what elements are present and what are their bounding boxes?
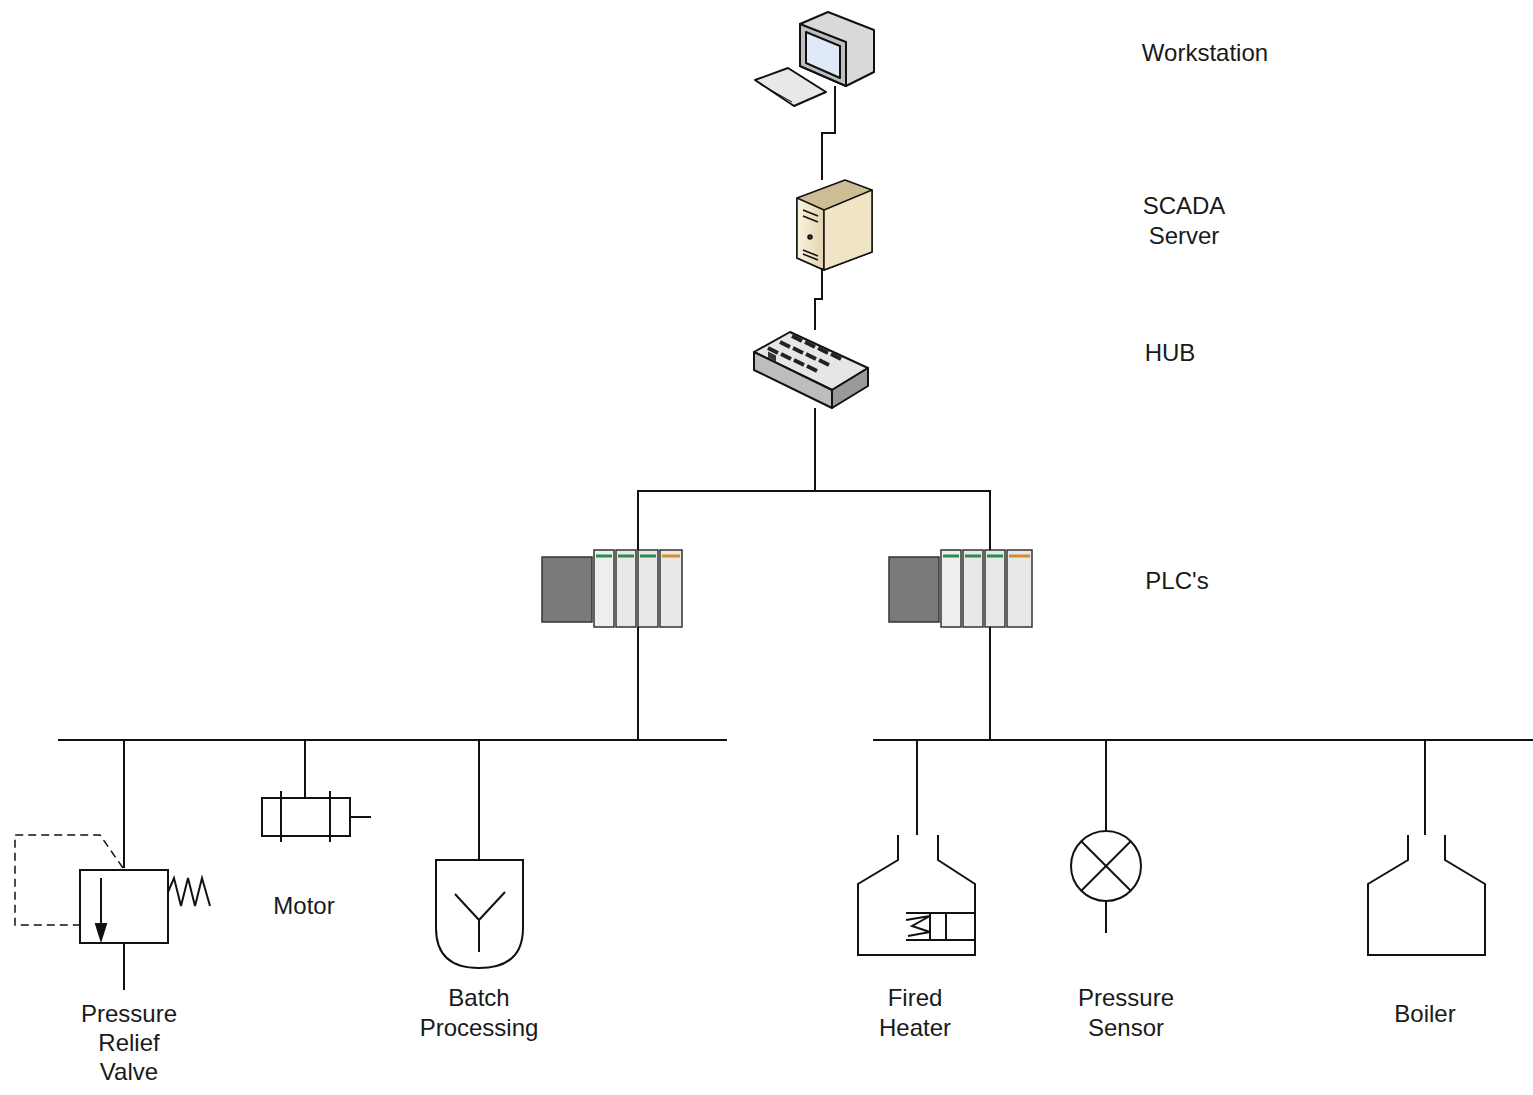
plc-icon	[889, 550, 1032, 627]
node-label: Pressure Relief Valve	[69, 999, 189, 1086]
vessel-node: Batch Processing	[434, 860, 525, 970]
network-link	[815, 408, 990, 550]
node-label: Batch Processing	[394, 983, 564, 1043]
network-link	[822, 86, 835, 180]
network-link	[479, 627, 638, 860]
network-link	[990, 627, 1425, 835]
node-label: HUB	[1120, 338, 1220, 368]
plc-node: PLC's	[887, 550, 1034, 627]
heater-node: Fired Heater	[856, 835, 977, 957]
workstation-icon	[755, 12, 874, 106]
node-label: Motor	[244, 891, 364, 921]
node-label: PLC's	[1122, 566, 1232, 596]
node-label: Fired Heater	[855, 983, 975, 1043]
boiler-symbol	[1368, 835, 1485, 955]
network-link	[638, 408, 815, 550]
node-label: SCADA Server	[1119, 191, 1249, 251]
network-link	[815, 268, 822, 330]
network-link	[305, 627, 638, 797]
network-link	[990, 627, 1106, 830]
motor-node: Motor	[260, 797, 352, 838]
hub-node: HUB	[752, 330, 870, 408]
workstation-node: Workstation	[755, 12, 875, 86]
pressure-sensor-symbol	[1071, 831, 1141, 933]
plc-node	[540, 550, 684, 627]
batch-vessel-symbol	[436, 860, 523, 968]
node-label: Boiler	[1365, 999, 1485, 1029]
boiler-node: Boiler	[1366, 835, 1487, 957]
hub-icon	[754, 332, 868, 408]
node-label: Workstation	[1095, 38, 1315, 68]
motor-symbol	[262, 791, 371, 842]
valve-node: Pressure Relief Valve	[78, 868, 170, 945]
fired-heater-symbol	[858, 835, 975, 955]
network-link	[917, 627, 990, 835]
server-node: SCADA Server	[795, 180, 875, 268]
plc-icon	[542, 550, 682, 627]
node-label: Pressure Sensor	[1051, 983, 1201, 1043]
sensor-node: Pressure Sensor	[1070, 830, 1142, 934]
network-link	[124, 627, 638, 868]
server-icon	[797, 180, 872, 270]
relief-valve-symbol	[15, 835, 210, 990]
